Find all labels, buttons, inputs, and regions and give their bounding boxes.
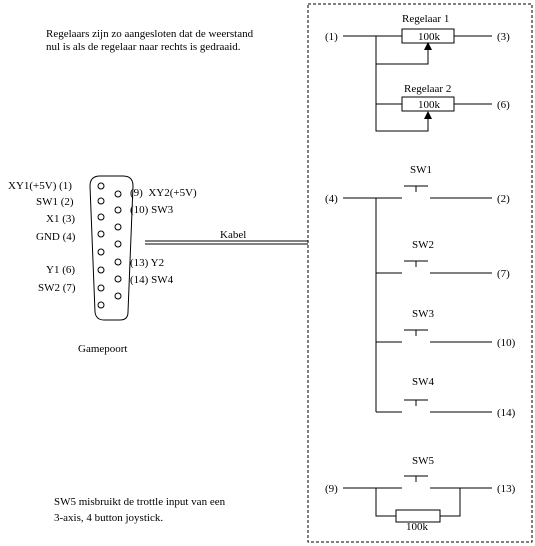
regulator-1-title: Regelaar 1	[402, 13, 449, 25]
regulator-1-value: 100k	[418, 31, 441, 43]
regulator-2-wiper	[375, 104, 429, 132]
regulator-2: Regelaar 2 100k (6)	[375, 64, 510, 132]
switch-sw5-pin-out: (13)	[497, 483, 516, 495]
gameport-label-sw4: (14) SW4	[130, 274, 174, 286]
gameport-label-sw3: (10) SW3	[130, 204, 174, 216]
switch-sw3-pin: (10)	[497, 337, 516, 349]
cable: Kabel	[145, 229, 308, 245]
switch-sw2-label: SW2	[412, 239, 434, 251]
circuit-panel-border	[307, 3, 533, 543]
switch-sw1-label: SW1	[410, 164, 432, 176]
switch-sw5-pin-in: (9)	[325, 483, 338, 495]
regulator-1-pin-in: (1)	[325, 31, 338, 43]
switch-group: (4) SW1 (2) SW2 (7) SW3 (10)	[325, 164, 516, 419]
gameport-connector: XY1(+5V) (1) SW1 (2) X1 (3) GND (4) Y1 (…	[8, 175, 197, 355]
switch-sw2: SW2 (7)	[376, 239, 510, 280]
gameport-label-sw2: SW2 (7)	[38, 282, 76, 294]
gameport-label-y1: Y1 (6)	[46, 264, 75, 276]
note-line-1: SW5 misbruikt de trottle input van een	[54, 496, 226, 508]
switch-sw5-label: SW5	[412, 455, 435, 467]
regulator-2-value: 100k	[418, 99, 441, 111]
gameport-label-xy1: XY1(+5V) (1)	[8, 180, 72, 192]
gameport-label-gnd: GND (4)	[36, 231, 76, 243]
gameport-label-sw1: SW1 (2)	[36, 196, 74, 208]
switch-sw1: SW1 (2)	[404, 164, 510, 205]
regulator-2-title: Regelaar 2	[404, 83, 451, 95]
gameport-right-pins	[114, 190, 122, 300]
switch-sw4: SW4 (14)	[376, 376, 516, 419]
gameport-label-xy2: (9) XY2(+5V)	[130, 187, 197, 199]
gameport-label-x1: X1 (3)	[46, 213, 75, 225]
gameport-left-pins	[97, 182, 105, 309]
switch-sw5: SW5 (9) (13) 100k	[325, 455, 516, 533]
switch-sw3: SW3 (10)	[376, 308, 516, 349]
switch-sw3-label: SW3	[412, 308, 435, 320]
switch-sw1-pin: (2)	[497, 193, 510, 205]
note-line-2: 3-axis, 4 button joystick.	[54, 512, 163, 524]
gameport-shell	[89, 175, 134, 321]
switch-sw5-resistor-value: 100k	[406, 521, 429, 533]
description-line-1: Regelaars zijn zo aangesloten dat de wee…	[46, 28, 254, 40]
regulator-1-wiper	[375, 36, 429, 65]
regulator-1-pin-out: (3)	[497, 31, 510, 43]
switch-sw4-label: SW4	[412, 376, 435, 388]
gameport-label-y2: (13) Y2	[130, 257, 164, 269]
regulator-1: Regelaar 1 (1) 100k (3)	[325, 13, 510, 65]
switch-group-pin-in: (4)	[325, 193, 338, 205]
switch-sw2-pin: (7)	[497, 268, 510, 280]
gameport-caption: Gamepoort	[78, 343, 127, 355]
regulator-2-pin-out: (6)	[497, 99, 510, 111]
cable-label: Kabel	[220, 229, 246, 241]
description-line-2: nul is als de regelaar naar rechts is ge…	[46, 41, 241, 53]
switch-sw4-pin: (14)	[497, 407, 516, 419]
